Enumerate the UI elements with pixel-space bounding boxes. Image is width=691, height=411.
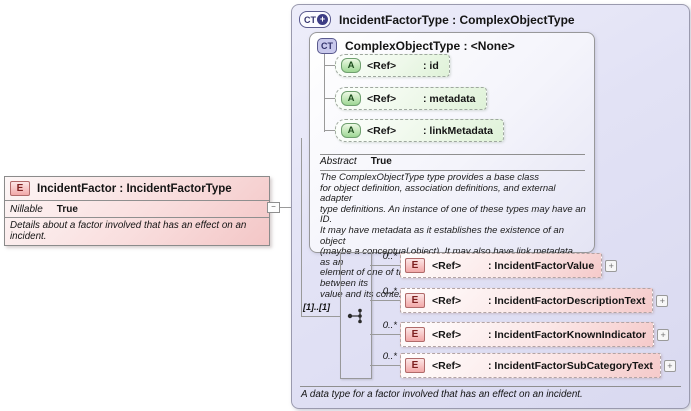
complex-type-icon: CT [317,38,337,54]
element-row-incident-factor-description-text: E <Ref> : IncidentFactorDescriptionText … [400,288,669,313]
connector-line [268,207,301,208]
element-name: : IncidentFactorValue [488,259,595,272]
attribute-icon: A [341,91,361,106]
element-ref-label: <Ref> [432,294,462,307]
element-title-row: E IncidentFactor : IncidentFactorType [5,177,269,200]
abstract-row: Abstract True [320,156,392,167]
element-row-incident-factor-known-indicator: E <Ref> : IncidentFactorKnownIndicator + [400,322,670,347]
attribute-icon: A [341,58,361,73]
compositor-branch-line [301,316,340,317]
divider [300,386,681,387]
attribute-metadata[interactable]: A <Ref> : metadata [335,87,487,110]
sequence-icon [347,308,362,323]
element-row-incident-factor-value: E <Ref> : IncidentFactorValue + [400,253,618,278]
attribute-id[interactable]: A <Ref> : id [335,54,450,77]
global-element-incident-factor[interactable]: E IncidentFactor : IncidentFactorType Ni… [4,176,270,246]
attribute-branch-line [324,130,335,131]
compositor-cardinality: [1]..[1] [303,302,330,312]
element-incident-factor-description-text[interactable]: E <Ref> : IncidentFactorDescriptionText [400,288,654,313]
occurrence-label: 0..* [382,320,397,331]
element-branch-line [370,300,400,301]
element-icon: E [10,181,30,196]
base-type-header: CT ComplexObjectType : <None> [317,38,515,54]
attribute-icon: A [341,123,361,138]
attribute-branch-line [324,98,335,99]
complex-type-title: IncidentFactorType : ComplexObjectType [339,12,575,27]
attribute-link-metadata[interactable]: A <Ref> : linkMetadata [335,119,505,142]
attribute-name: : linkMetadata [423,124,494,137]
sequence-compositor[interactable] [340,252,372,379]
attribute-ref-label: <Ref> [367,59,397,72]
content-spine-line [301,138,302,317]
element-branch-line [370,265,400,266]
complex-type-header: CT + IncidentFactorType : ComplexObjectT… [299,11,575,28]
attribute-ref-label: <Ref> [367,124,397,137]
abstract-label: Abstract [320,156,357,167]
attribute-ref-label: <Ref> [367,92,397,105]
element-icon: E [405,293,425,308]
expand-icon[interactable]: + [663,359,676,372]
divider [320,170,585,171]
element-icon: E [405,358,425,373]
element-icon: E [405,258,425,273]
complex-type-global-icon: CT + [299,11,331,28]
complex-type-documentation: A data type for a factor involved that h… [301,389,583,400]
occurrence-label: 0..* [382,286,397,297]
attribute-spine-line [324,54,325,132]
occurrence-label: 0..* [382,251,397,262]
element-icon: E [405,327,425,342]
element-name: : IncidentFactorSubCategoryText [488,359,653,372]
derived-plus-icon: + [317,14,328,25]
element-ref-label: <Ref> [432,328,462,341]
element-ref-label: <Ref> [432,359,462,372]
base-type-complex-object-type[interactable]: CT ComplexObjectType : <None> A <Ref> : … [309,32,595,299]
occurrence-label: 0..* [382,351,397,362]
element-incident-factor-sub-category-text[interactable]: E <Ref> : IncidentFactorSubCategoryText [400,353,661,378]
collapse-icon[interactable]: − [267,202,280,213]
expand-icon[interactable]: + [656,294,669,307]
attribute-branch-line [324,65,335,66]
base-type-title: ComplexObjectType : <None> [345,39,515,53]
element-incident-factor-known-indicator[interactable]: E <Ref> : IncidentFactorKnownIndicator [400,322,655,347]
abstract-value: True [370,156,392,167]
element-title: IncidentFactor : IncidentFactorType [37,182,232,195]
element-documentation: Details about a factor involved that has… [5,217,269,245]
nillable-label: Nillable [10,203,43,215]
element-name: : IncidentFactorDescriptionText [488,294,646,307]
element-row-incident-factor-sub-category-text: E <Ref> : IncidentFactorSubCategoryText … [400,353,676,378]
element-incident-factor-value[interactable]: E <Ref> : IncidentFactorValue [400,253,603,278]
nillable-value: True [56,203,78,215]
element-branch-line [370,365,400,366]
attribute-name: : metadata [423,92,476,105]
expand-icon[interactable]: + [605,259,618,272]
attribute-name: : id [423,59,439,72]
complex-type-badge-text: CT [304,14,316,25]
expand-icon[interactable]: + [657,328,670,341]
element-ref-label: <Ref> [432,259,462,272]
nillable-row: Nillable True [5,200,269,217]
element-name: : IncidentFactorKnownIndicator [488,328,647,341]
divider [320,154,585,155]
element-branch-line [370,334,400,335]
